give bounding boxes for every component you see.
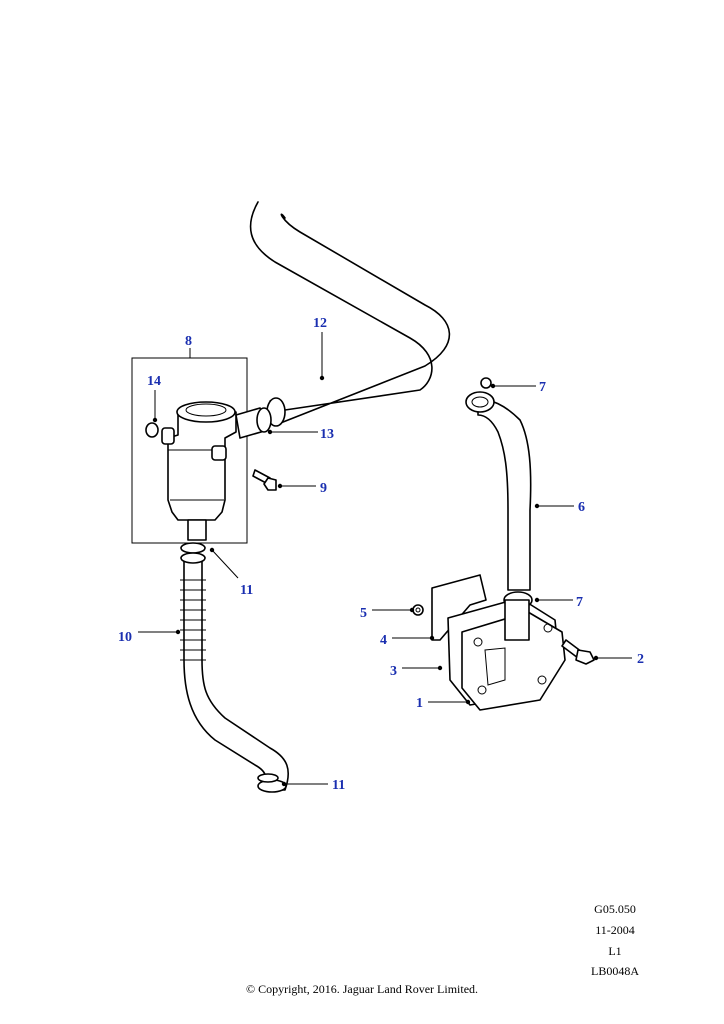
callout-11-upper: 11 [240,583,253,598]
pcv-valve-housing [431,574,566,711]
callout-1: 1 [416,696,423,711]
callout-11-lower: 11 [332,778,345,793]
callout-7-upper: 7 [539,380,546,395]
callout-14: 14 [147,374,161,389]
breather-hose-upper [249,201,451,427]
bolt-2 [561,639,595,665]
hose-clip-13 [256,407,272,433]
oil-separator [161,401,269,541]
o-ring [145,422,159,438]
drawing-number: LB0048A [591,964,639,978]
callout-6: 6 [578,500,585,515]
callout-8: 8 [185,334,192,349]
copyright-notice: © Copyright, 2016. Jaguar Land Rover Lim… [245,982,479,996]
reference-level: L1 [608,944,622,958]
bolt-9 [252,469,277,491]
reference-date: 11-2004 [595,923,635,937]
callout-7-lower: 7 [576,595,583,610]
hose-6 [465,377,532,591]
callout-5: 5 [360,606,367,621]
callout-13: 13 [320,427,334,442]
callout-12: 12 [313,316,327,331]
drain-hose [180,542,289,793]
callout-3: 3 [390,664,397,679]
leader-lines [138,332,632,787]
callout-10: 10 [118,630,132,645]
reference-code: G05.050 [594,902,636,916]
screw-5 [412,604,424,616]
callout-2: 2 [637,652,644,667]
callout-9: 9 [320,481,327,496]
callout-4: 4 [380,633,387,648]
